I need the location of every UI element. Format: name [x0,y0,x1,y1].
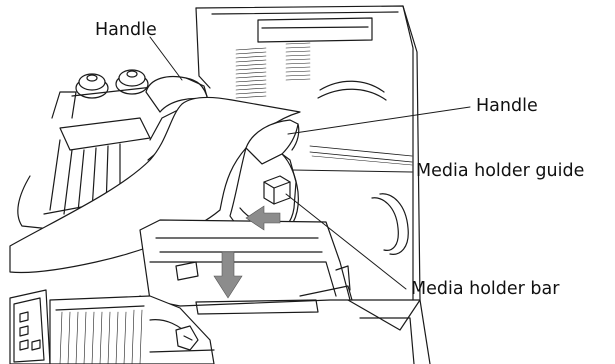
media-holder-bar [263,175,291,205]
arrow-left-icon [245,205,281,231]
leader-handle-left [149,36,183,81]
front-mechanism [49,295,215,364]
leader-bar [285,193,407,290]
leader-handle-right [287,106,471,135]
label-handle-right: Handle [476,96,538,116]
label-media-holder-guide: Media holder guide [416,161,585,181]
label-media-holder-bar: Media holder bar [411,279,560,299]
printer-body-right [299,285,431,364]
label-handle-left: Handle [95,20,157,40]
right-handle [245,119,300,165]
ribbon-mechanism [17,69,179,231]
leader-guide [291,169,413,173]
leader-lines [149,36,471,290]
left-handle [145,75,209,113]
front-panel [9,289,51,364]
arrow-down-icon [213,251,243,299]
